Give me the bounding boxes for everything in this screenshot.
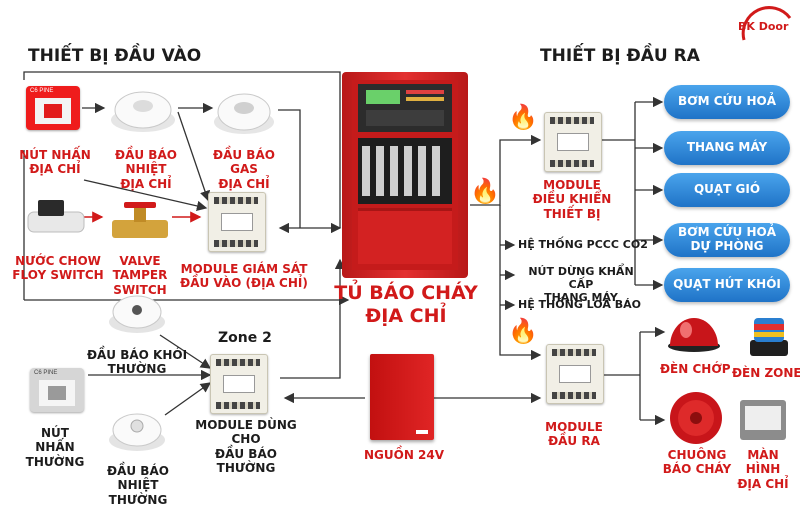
smoke-detector-conv-icon: [109, 295, 165, 333]
brand-logo: BK Door: [736, 4, 794, 44]
system-elevator-stop: NÚT DỪNG KHẨN CẤP THANG MÁY: [528, 265, 634, 305]
zone-label: Zone 2: [218, 330, 272, 346]
smoke-detector-icon: [111, 91, 175, 132]
label-address-display: MÀN HÌNH ĐỊA CHỈ: [737, 448, 789, 491]
flame-icon: 🔥: [470, 178, 500, 205]
label-gas-detector-addr: ĐẦU BÁO GAS ĐỊA CHỈ: [213, 148, 275, 191]
label-fire-bell: CHUÔNG BÁO CHÁY: [662, 448, 732, 477]
label-zone-light: ĐÈN ZONE: [732, 366, 800, 380]
label-output-module: MODULE ĐẦU RA: [545, 420, 603, 449]
label-conventional-module: MODULE DÙNG CHO ĐẦU BÁO THƯỜNG: [195, 418, 297, 476]
heading-input: THIẾT BỊ ĐẦU VÀO: [28, 46, 202, 66]
label-heat-detector-conv: ĐẦU BÁO NHIỆT THƯỜNG: [107, 464, 169, 507]
label-heat-detector-addr: ĐẦU BÁO NHIỆT ĐỊA CHỈ: [115, 148, 177, 191]
label-addressable-call-point: NÚT NHẤN ĐỊA CHỈ: [19, 148, 91, 177]
conventional-module-icon: [210, 354, 268, 414]
output-module-icon: [546, 344, 604, 404]
label-valve-tamper: VALVE TAMPER SWITCH: [112, 254, 168, 297]
label-control-module: MODULE ĐIỀU KHIỂN THIẾT BỊ: [532, 178, 612, 221]
pill-fan: QUẠT GIÓ: [664, 173, 790, 207]
zone-light-icon: [750, 318, 788, 356]
bell-icon: [670, 392, 722, 444]
label-call-point-conv: NÚT NHẤN THƯỜNG: [25, 426, 85, 469]
label-flow-switch: NƯỚC CHOW FLOY SWITCH: [12, 254, 104, 283]
control-module-icon: [544, 112, 602, 172]
heading-output: THIẾT BỊ ĐẦU RA: [540, 46, 700, 66]
power-supply-icon: [370, 354, 434, 440]
gas-detector-icon: [214, 93, 274, 134]
input-monitor-module-icon: [208, 192, 266, 252]
panel-label: TỦ BÁO CHÁY ĐỊA CHỈ: [334, 282, 478, 327]
label-input-monitor-module: MODULE GIÁM SÁT ĐẦU VÀO (ĐỊA CHỈ): [180, 262, 308, 291]
flame-icon: 🔥: [508, 318, 538, 345]
call-point-icon: C6 PINE: [26, 86, 80, 130]
label-smoke-detector-conv: ĐẦU BÁO KHÓI THƯỜNG: [86, 348, 188, 377]
heat-detector-conv-icon: [109, 413, 165, 451]
flow-switch-icon: [27, 200, 85, 233]
fire-panel-icon: [342, 72, 468, 278]
pill-fire-pump: BƠM CỨU HOẢ: [664, 85, 790, 119]
strobe-light-icon: [668, 318, 720, 352]
label-strobe-light: ĐÈN CHỚP: [660, 362, 731, 376]
system-co2: HỆ THỐNG PCCC CO2: [518, 238, 648, 251]
system-speaker: HỆ THỐNG LOA BÁO: [518, 298, 641, 311]
lcd-display-icon: [740, 400, 786, 440]
pill-backup-pump: BƠM CỨU HOẢ DỰ PHÒNG: [664, 223, 790, 257]
brand-name: BK Door: [738, 20, 789, 33]
valve-icon: [112, 202, 168, 238]
pill-smoke-extract-fan: QUẠT HÚT KHÓI: [664, 268, 790, 302]
call-point-conv-icon: C6 PINE: [30, 368, 84, 412]
flame-icon: 🔥: [508, 104, 538, 131]
pill-elevator: THANG MÁY: [664, 131, 790, 165]
power-label: NGUỒN 24V: [364, 448, 445, 462]
